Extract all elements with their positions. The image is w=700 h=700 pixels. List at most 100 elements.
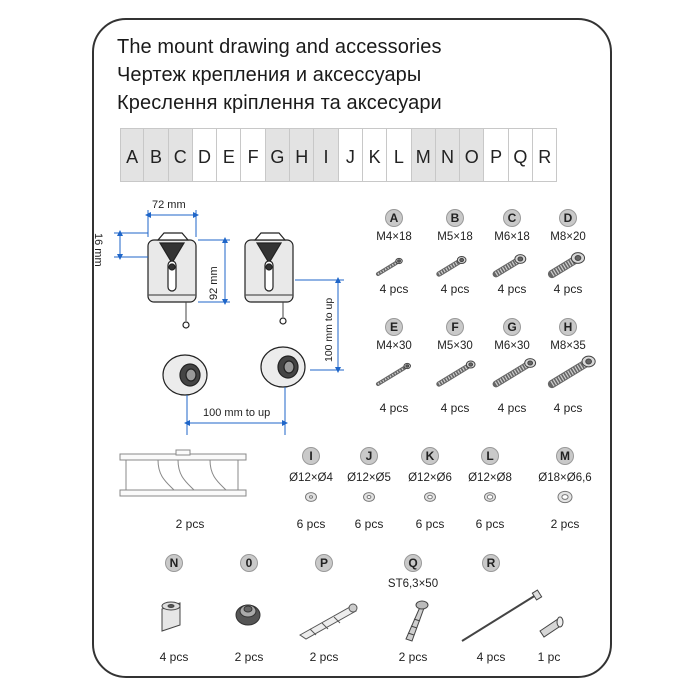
screw-art	[436, 255, 467, 277]
part-size-label: Ø12×Ø8	[468, 472, 512, 484]
screw-art	[547, 355, 596, 389]
letter-cell: B	[144, 128, 169, 182]
part-badge-b: B	[446, 209, 464, 227]
part-qty-label: 4 pcs	[379, 401, 409, 415]
part-badge-h: H	[559, 318, 577, 336]
part-qty-label: 4 pcs	[476, 650, 506, 664]
letter-cell: M	[411, 128, 436, 182]
depth-dimension-label: 16 mm	[92, 233, 104, 267]
horizontal-spacing-label: 100 mm to up	[203, 407, 271, 419]
part-size-label: Ø12×Ø5	[347, 472, 391, 484]
part-badge-n: N	[165, 554, 183, 572]
part-qty-label: 4 pcs	[379, 282, 409, 296]
part-badge-p: P	[315, 554, 333, 572]
part-qty-label: 2 pcs	[234, 650, 264, 664]
part-badge-l: L	[481, 447, 499, 465]
part-qty-label: 4 pcs	[553, 401, 583, 415]
screw-art	[547, 252, 586, 279]
part-badge-j: J	[360, 447, 378, 465]
part-size-label: M5×30	[437, 340, 473, 352]
part-badge-e: E	[385, 318, 403, 336]
title-russian: Чертеж крепления и аксессуары	[117, 64, 422, 86]
part-qty-label: 6 pcs	[296, 517, 326, 531]
part-badge-c: C	[503, 209, 521, 227]
part-size-label: Ø12×Ø4	[289, 472, 333, 484]
part-badge-a: A	[385, 209, 403, 227]
part-qty-label: 4 pcs	[497, 401, 527, 415]
washer-art	[424, 492, 436, 502]
page-frame	[92, 18, 612, 678]
right-bracket	[244, 232, 294, 325]
part-qty-label: 4 pcs	[553, 282, 583, 296]
letter-cell: R	[533, 128, 558, 182]
washer-art	[484, 492, 496, 502]
part-size-label: ST6,3×50	[387, 578, 439, 590]
part-badge-g: G	[503, 318, 521, 336]
washer-art	[557, 490, 573, 504]
part-size-label: M4×30	[376, 340, 412, 352]
part-size-label: M6×18	[494, 231, 530, 243]
letter-cell: C	[168, 128, 193, 182]
part-size-label: M6×30	[494, 340, 530, 352]
screw-art	[436, 360, 476, 387]
part-badge-f: F	[446, 318, 464, 336]
part-size-label: M8×20	[550, 231, 586, 243]
letter-cell: O	[460, 128, 485, 182]
part-qty-label: 6 pcs	[475, 517, 505, 531]
screw-art	[376, 257, 403, 276]
letter-cell: H	[290, 128, 315, 182]
screw-art	[492, 254, 527, 278]
letter-cell: D	[192, 128, 218, 182]
part-badge-zero: 0	[240, 554, 258, 572]
left-bracket	[147, 232, 197, 329]
title-english: The mount drawing and accessories	[117, 36, 442, 58]
part-qty-label: 4 pcs	[440, 401, 470, 415]
part-qty-label: 2 pcs	[309, 650, 339, 664]
part-size-label: Ø12×Ø6	[408, 472, 452, 484]
width-dimension-label: 72 mm	[152, 199, 186, 211]
part-badge-q: Q	[404, 554, 422, 572]
letter-cell: A	[120, 128, 145, 182]
vertical-spacing-label: 100 mm to up	[323, 297, 335, 362]
left-cup	[162, 354, 208, 396]
part-badge-i: I	[302, 447, 320, 465]
letter-cell: P	[484, 128, 509, 182]
part-badge-d: D	[559, 209, 577, 227]
letter-cell: G	[265, 128, 291, 182]
letter-cell: J	[338, 128, 363, 182]
right-cup	[260, 346, 306, 388]
washer-art	[363, 492, 375, 502]
part-qty-label: 4 pcs	[497, 282, 527, 296]
part-qty-label: 4 pcs	[159, 650, 189, 664]
part-qty-label: 4 pcs	[440, 282, 470, 296]
part-badge-m: M	[556, 447, 574, 465]
part-qty-label: 2 pcs	[550, 517, 580, 531]
letter-cell: L	[387, 128, 412, 182]
rail-part	[119, 449, 247, 497]
part-badge-k: K	[421, 447, 439, 465]
bottom-parts-art	[161, 589, 564, 642]
part-qty-label: 2 pcs	[398, 650, 428, 664]
screw-art	[492, 358, 537, 388]
washer-art	[305, 492, 317, 502]
part-size-label: M4×18	[376, 231, 412, 243]
part-size-label: M8×35	[550, 340, 586, 352]
letter-cell: I	[314, 128, 339, 182]
part-badge-r: R	[482, 554, 500, 572]
part-size-label: Ø18×Ø6,6	[538, 472, 592, 484]
part-qty-label: 6 pcs	[415, 517, 445, 531]
rail-qty: 2 pcs	[175, 517, 205, 531]
letter-cell: F	[241, 128, 266, 182]
part-qty-label: 1 pc	[537, 650, 561, 664]
part-size-label: M5×18	[437, 231, 473, 243]
letter-cell: K	[362, 128, 388, 182]
letter-cell: Q	[508, 128, 534, 182]
mount-drawing	[114, 210, 344, 435]
part-qty-label: 6 pcs	[354, 517, 384, 531]
title-ukrainian: Креслення кріплення та аксесуари	[117, 92, 442, 114]
letter-cell: N	[435, 128, 461, 182]
height-dimension-label: 92 mm	[208, 266, 220, 300]
screw-art	[376, 362, 411, 386]
letter-cell: E	[217, 128, 242, 182]
